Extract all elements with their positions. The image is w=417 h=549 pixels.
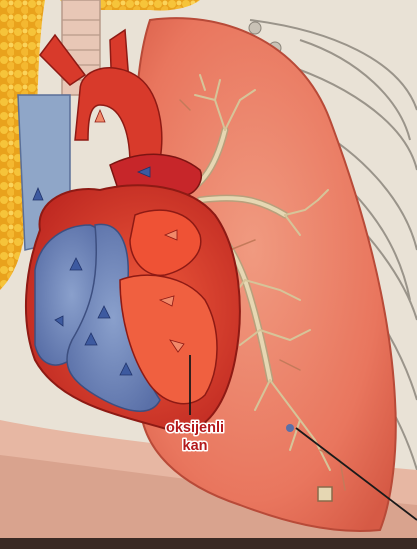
label-oxygenated-blood-line2: kan: [183, 438, 208, 454]
pulmonary-capillary: [286, 424, 294, 432]
alveolus-sac: [318, 487, 332, 501]
bottom-edge: [0, 538, 417, 549]
label-oxygenated-blood-line1: oksijenli: [166, 420, 224, 436]
